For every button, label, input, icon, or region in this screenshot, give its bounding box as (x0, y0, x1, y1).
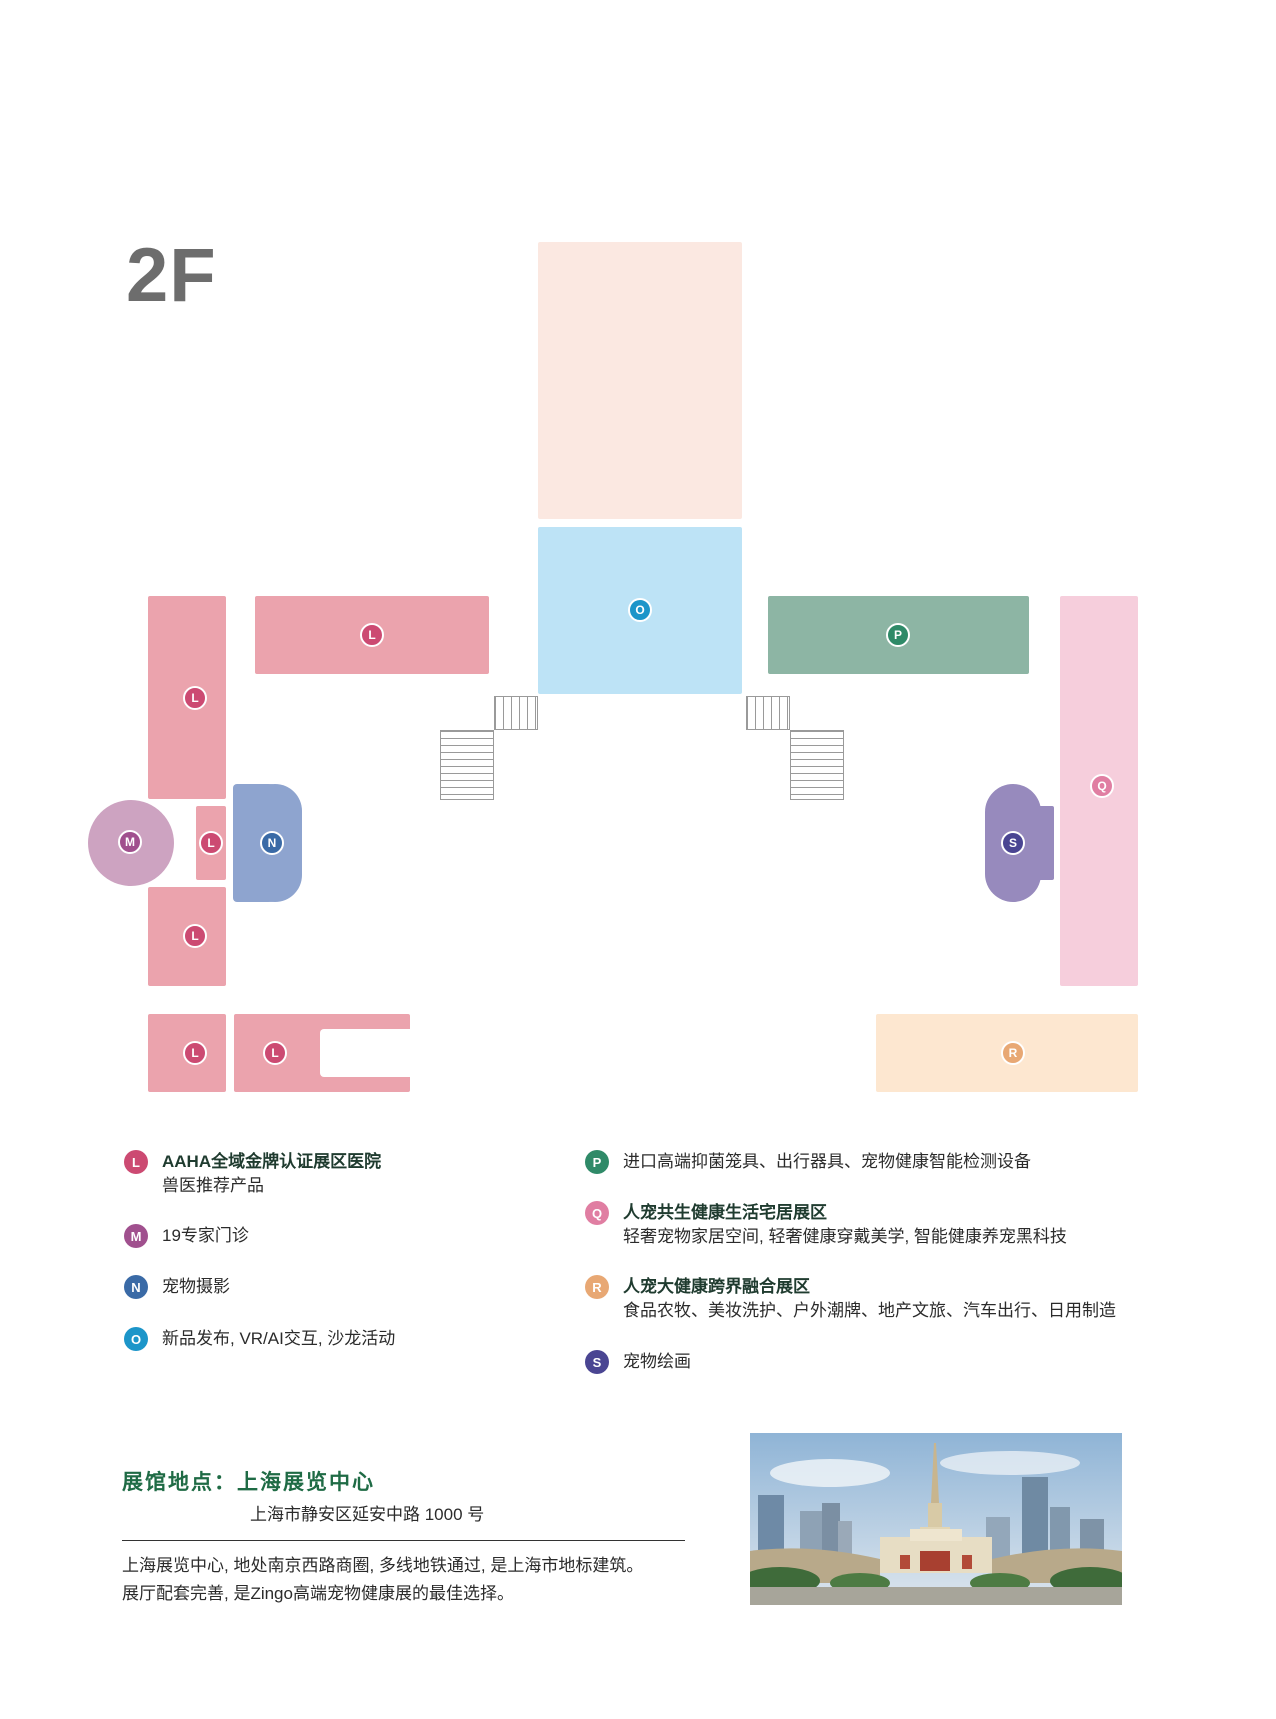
stairs-left-upper (494, 696, 538, 730)
legend-r-badge: R (585, 1275, 609, 1299)
legend-l-title: AAHA全域金牌认证展区医院 (162, 1152, 382, 1171)
legend-m-title: 19专家门诊 (162, 1226, 249, 1245)
zone-s-marker: S (1001, 831, 1025, 855)
zone-o-marker: O (628, 598, 652, 622)
legend-s-badge: S (585, 1350, 609, 1374)
zone-l-left-lower-marker: L (183, 924, 207, 948)
venue-title: 展馆地点：上海展览中心 (122, 1471, 375, 1494)
legend-item-n: N 宠物摄影 (124, 1275, 230, 1299)
legend-o-badge: O (124, 1327, 148, 1351)
zone-l-bottom-u-notch (320, 1029, 412, 1077)
legend-item-s: S 宠物绘画 (585, 1350, 691, 1374)
legend-item-q: Q 人宠共生健康生活宅居展区轻奢宠物家居空间, 轻奢健康穿戴美学, 智能健康养宠… (585, 1201, 1067, 1249)
zone-l-small-marker: L (199, 831, 223, 855)
shanghai-exhibition-center-photo (750, 1433, 1122, 1605)
venue-divider (122, 1540, 685, 1541)
stairs-right-upper (746, 696, 790, 730)
legend-item-l: L AAHA全域金牌认证展区医院兽医推荐产品 (124, 1150, 381, 1198)
stairs-left-lower (440, 730, 494, 800)
zone-r-marker: R (1001, 1041, 1025, 1065)
legend-q-title: 人宠共生健康生活宅居展区 (623, 1203, 827, 1222)
legend-r-title: 人宠大健康跨界融合展区 (623, 1277, 810, 1296)
stairs-right-lower (790, 730, 844, 800)
venue-description-line2: 展厅配套完善, 是Zingo高端宠物健康展的最佳选择。 (122, 1584, 514, 1603)
venue-description-line1: 上海展览中心, 地处南京西路商圈, 多线地铁通过, 是上海市地标建筑。 (122, 1556, 644, 1575)
legend-p-title: 进口高端抑菌笼具、出行器具、宠物健康智能检测设备 (623, 1152, 1031, 1171)
zone-l-left-upper-marker: L (183, 686, 207, 710)
legend-item-m: M 19专家门诊 (124, 1224, 249, 1248)
floor-title: 2F (126, 233, 217, 318)
zone-n-marker: N (260, 831, 284, 855)
legend-q-badge: Q (585, 1201, 609, 1225)
legend-item-p: P 进口高端抑菌笼具、出行器具、宠物健康智能检测设备 (585, 1150, 1031, 1174)
legend-item-o: O 新品发布, VR/AI交互, 沙龙活动 (124, 1327, 395, 1351)
legend-l-subtitle: 兽医推荐产品 (162, 1176, 264, 1195)
legend-o-title: 新品发布, VR/AI交互, 沙龙活动 (162, 1329, 396, 1348)
legend-p-badge: P (585, 1150, 609, 1174)
zone-l-top-marker: L (360, 623, 384, 647)
legend-q-subtitle: 轻奢宠物家居空间, 轻奢健康穿戴美学, 智能健康养宠黑科技 (623, 1227, 1067, 1246)
legend-s-title: 宠物绘画 (623, 1352, 691, 1371)
zone-top-unlabeled[interactable] (538, 242, 742, 519)
zone-q-marker: Q (1090, 774, 1114, 798)
legend-r-subtitle: 食品农牧、美妆洗护、户外潮牌、地产文旅、汽车出行、日用制造 (623, 1301, 1116, 1320)
zone-m-marker: M (118, 830, 142, 854)
zone-l-bottom-left-marker: L (183, 1041, 207, 1065)
venue-description: 上海展览中心, 地处南京西路商圈, 多线地铁通过, 是上海市地标建筑。 展厅配套… (122, 1552, 643, 1608)
venue-address: 上海市静安区延安中路 1000 号 (250, 1505, 485, 1524)
legend-item-r: R 人宠大健康跨界融合展区食品农牧、美妆洗护、户外潮牌、地产文旅、汽车出行、日用… (585, 1275, 1116, 1323)
zone-l-bottom-u-marker: L (263, 1041, 287, 1065)
legend-m-badge: M (124, 1224, 148, 1248)
zone-p-marker: P (886, 623, 910, 647)
legend-n-badge: N (124, 1275, 148, 1299)
legend-l-badge: L (124, 1150, 148, 1174)
legend-n-title: 宠物摄影 (162, 1277, 230, 1296)
